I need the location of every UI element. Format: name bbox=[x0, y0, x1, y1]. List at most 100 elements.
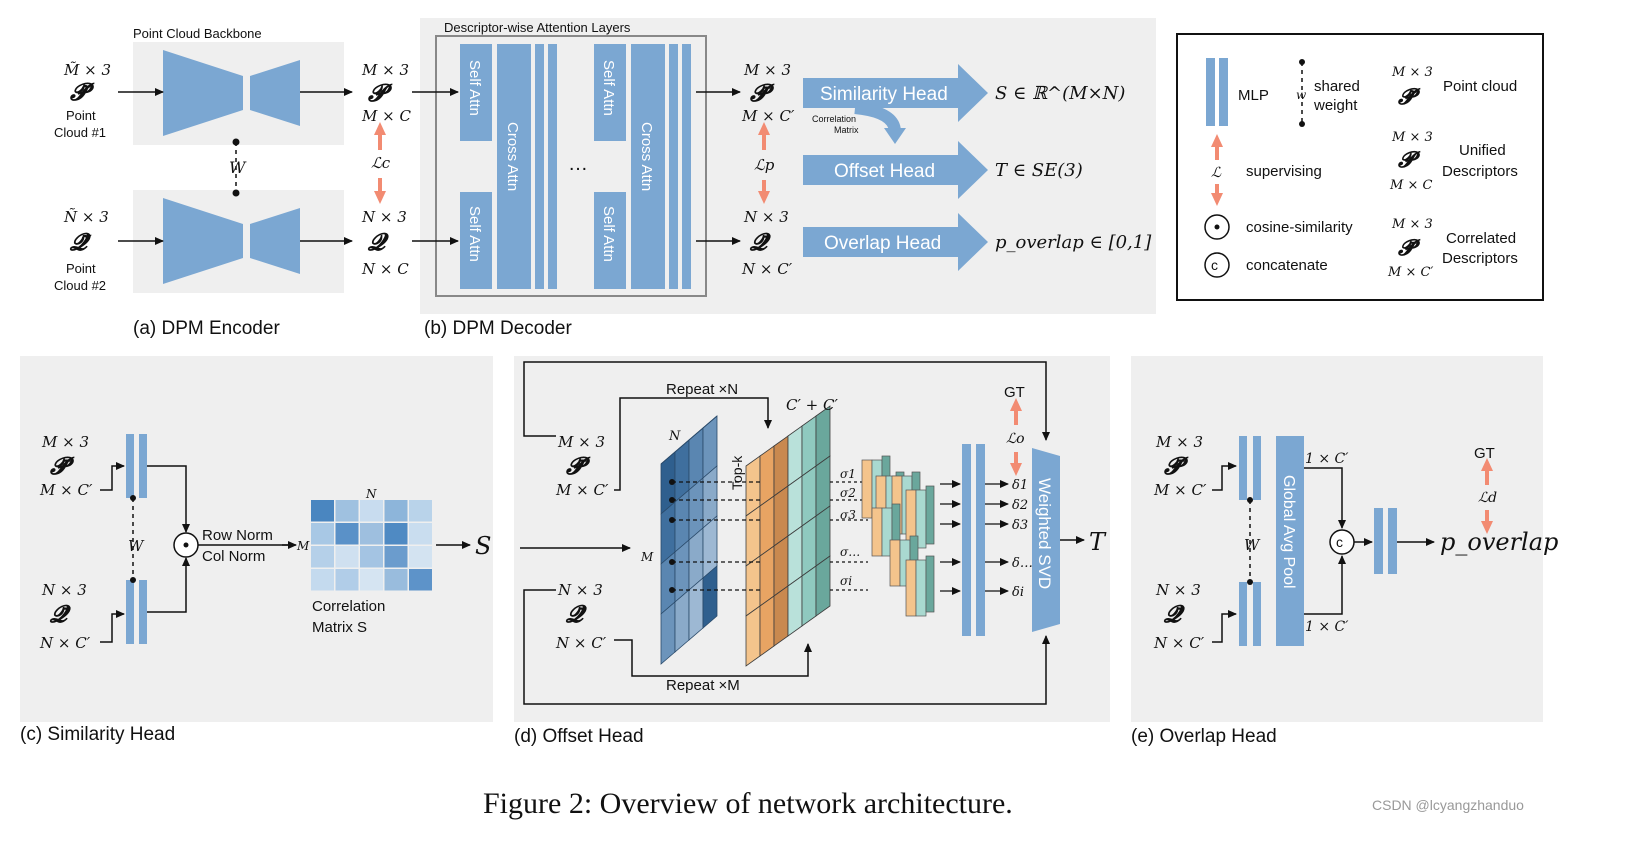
matrix-cell bbox=[384, 546, 408, 568]
ovl-mlp-bot-a bbox=[1239, 582, 1247, 646]
matrix-cell bbox=[360, 523, 383, 545]
correlation-label-1: Correlation bbox=[812, 114, 856, 124]
sim-q-symbol: 𝓠̄ bbox=[49, 599, 71, 628]
matrix-label-2: Matrix S bbox=[312, 619, 367, 636]
concat-cube-cell bbox=[773, 435, 789, 497]
legend-pc-shape: M × 3 bbox=[1391, 65, 1433, 80]
offset-mlp-b bbox=[976, 444, 985, 636]
matrix-cell bbox=[384, 500, 408, 522]
legend-mlp-bar-a bbox=[1206, 58, 1215, 126]
weighted-svd-block bbox=[1032, 448, 1060, 632]
concat-cube-cell bbox=[801, 565, 817, 627]
dec-q-top: N × 3 bbox=[743, 208, 789, 226]
topk-dot bbox=[669, 479, 675, 485]
concat-cube-cell bbox=[787, 475, 803, 537]
mlp-bar-1b bbox=[548, 44, 557, 289]
matrix-cell bbox=[360, 569, 383, 591]
matrix-cell bbox=[384, 569, 408, 591]
sim-p-in-arrow bbox=[100, 462, 125, 491]
concat-cube-cell bbox=[815, 555, 831, 617]
encoder-right-trapezoid-top bbox=[250, 60, 300, 126]
p-input-name: Point bbox=[66, 108, 96, 123]
legend-frame bbox=[1176, 33, 1544, 301]
matrix-cell bbox=[335, 500, 359, 522]
legend-uni-top: M × 3 bbox=[1391, 130, 1433, 145]
legend-shared-dot-top bbox=[1299, 59, 1305, 65]
self-attn-label-3: Self Attn bbox=[600, 60, 617, 116]
encoder-left-trapezoid-top bbox=[163, 50, 243, 136]
sim-p-to-dot-arrow bbox=[147, 465, 190, 533]
matrix-cell bbox=[360, 546, 383, 568]
cross-attn-block-2 bbox=[631, 44, 665, 289]
legend-concat-label: concatenate bbox=[1246, 257, 1328, 274]
ovl-gt-label: GT bbox=[1474, 445, 1495, 462]
self-attn-block-1 bbox=[460, 44, 492, 141]
encoder-left-trapezoid-bottom bbox=[163, 198, 243, 284]
weighted-svd-label: Weighted SVD bbox=[1035, 478, 1054, 589]
watermark: CSDN @lcyangzhanduo bbox=[1372, 797, 1524, 813]
q-input-name: Point bbox=[66, 261, 96, 276]
sim-shared-dot-bottom bbox=[130, 577, 136, 583]
sigma-1: σ1 bbox=[840, 467, 856, 481]
cross-attn-block-1 bbox=[497, 44, 531, 289]
legend-panel: MLP w shared weight ℒ supervising cosine… bbox=[1176, 33, 1544, 301]
cross-attn-label-2: Cross Attn bbox=[638, 122, 655, 191]
legend-supervising: supervising bbox=[1246, 163, 1322, 180]
p-input-shape: M̃ × 3 bbox=[63, 61, 111, 79]
q-out-top: N × 3 bbox=[361, 208, 407, 226]
concat-cube-cell bbox=[801, 415, 817, 477]
p-to-svd-arrow bbox=[523, 361, 1050, 441]
pool-bottom-dim: 1 × C′ bbox=[1305, 619, 1349, 635]
channels-label: C′ + C′ bbox=[786, 396, 838, 414]
ovl-mlp-top-b bbox=[1253, 436, 1261, 500]
ovl-p-in-arrow bbox=[1212, 462, 1237, 491]
self-attn-label-1: Self Attn bbox=[466, 60, 483, 116]
sim-p-bottom: M × C′ bbox=[39, 481, 93, 499]
legend-cosine-dot bbox=[1214, 224, 1220, 230]
concat-cube-cell bbox=[759, 445, 775, 507]
legend-unified-1: Unified bbox=[1459, 142, 1506, 159]
loss-c-label: ℒc bbox=[371, 154, 391, 172]
ovl-final-mlp-b bbox=[1388, 508, 1397, 574]
pool-top-dim: 1 × C′ bbox=[1305, 451, 1349, 467]
sim-shared-w: W bbox=[128, 537, 145, 555]
concat-cube-cell bbox=[801, 465, 817, 527]
matrix-n-label: N bbox=[365, 487, 377, 501]
repeat-m-arrow bbox=[614, 639, 812, 677]
sim-output-s: S bbox=[475, 532, 491, 560]
correlation-curve-head bbox=[884, 128, 906, 144]
cube-n-label: N bbox=[668, 429, 681, 444]
concat-cube-cell bbox=[745, 505, 761, 567]
matrix-cell bbox=[311, 569, 334, 591]
sim-q-in-arrow bbox=[100, 610, 125, 643]
topk-dot bbox=[669, 517, 675, 523]
offset-caption: (d) Offset Head bbox=[514, 726, 644, 747]
offset-output-t: T bbox=[1089, 528, 1107, 556]
ovl-p-top: M × 3 bbox=[1155, 433, 1203, 451]
p-input-name2: Cloud #1 bbox=[54, 125, 106, 140]
delta-i: δi bbox=[1012, 585, 1024, 600]
q-input-name2: Cloud #2 bbox=[54, 278, 106, 293]
dec-p-top: M × 3 bbox=[743, 61, 791, 79]
q-out-bottom: N × C bbox=[361, 260, 409, 278]
off-q-bottom: N × C′ bbox=[555, 634, 607, 652]
concat-cube-cell bbox=[773, 535, 789, 597]
matrix-cell bbox=[384, 523, 408, 545]
correlation-matrix bbox=[311, 500, 432, 591]
off-q-symbol: 𝓠̄ bbox=[565, 599, 587, 628]
delta-1: δ1 bbox=[1012, 478, 1028, 493]
mlp-bar-1a bbox=[535, 44, 544, 289]
ovl-shared-dot-bottom bbox=[1247, 579, 1253, 585]
offset-output: T ∈ SE(3) bbox=[995, 160, 1083, 181]
matrix-cell bbox=[360, 500, 383, 522]
overlap-caption: (e) Overlap Head bbox=[1131, 726, 1277, 747]
ovl-q-symbol: 𝓠̄ bbox=[1163, 599, 1185, 628]
delta-arrows bbox=[940, 480, 1009, 595]
concat-cube-cell bbox=[745, 455, 761, 517]
ovl-output: p_overlap bbox=[1440, 528, 1558, 556]
self-attn-block-2 bbox=[460, 192, 492, 289]
dec-q-symbol: 𝓠̄ bbox=[749, 227, 771, 256]
legend-cosine-icon bbox=[1204, 214, 1230, 240]
loss-p-label: ℒp bbox=[754, 156, 775, 174]
topk-dot bbox=[669, 587, 675, 593]
